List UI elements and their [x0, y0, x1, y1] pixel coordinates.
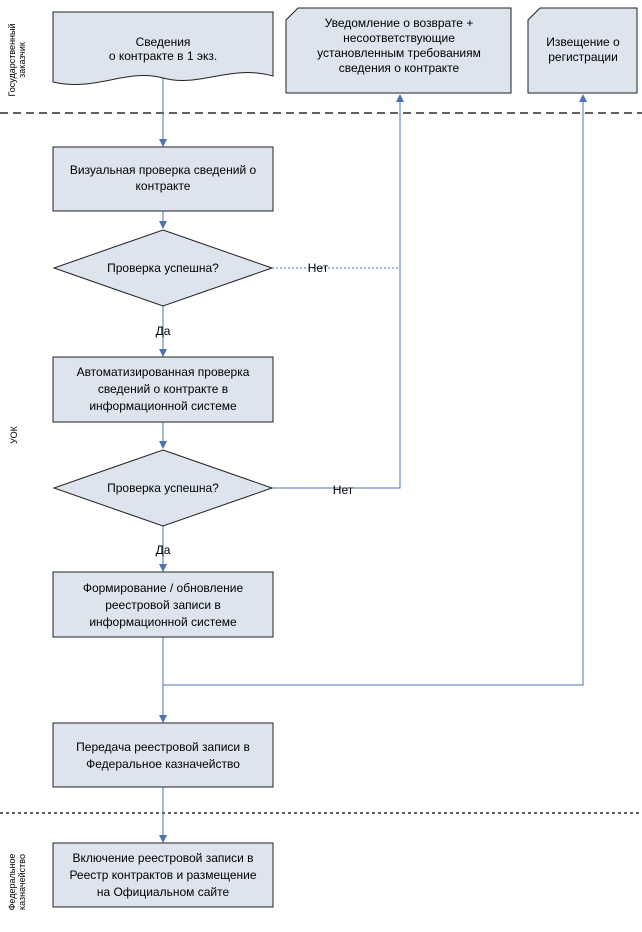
edge-form-to-registration: [163, 94, 587, 686]
text-line: регистрации: [548, 50, 618, 64]
doc-contract-shape: [52, 11, 274, 85]
text-line: Уведомление о возврате +: [325, 16, 474, 30]
decision-1-shape: [52, 229, 274, 307]
text-line: контракте: [136, 179, 191, 193]
include-box: [52, 842, 274, 908]
text-line: казначейство: [17, 854, 27, 910]
auto-check-box: [52, 356, 274, 423]
text-line: сведений о контракте в: [98, 382, 228, 396]
edge-label-yes-1: Да: [156, 324, 171, 338]
text-line: Автоматизированная проверка: [77, 365, 250, 379]
text-line: информационной системе: [89, 399, 237, 413]
text-line: Извещение о: [546, 35, 620, 49]
text-line: реестровой записи в: [105, 598, 221, 612]
lane-label-uok: УОК: [9, 425, 19, 443]
text-line: установленным требованиям: [317, 46, 481, 60]
edge-label-no-2: Нет: [333, 483, 354, 497]
form-record-text: Формирование / обновление реестровой запи…: [83, 581, 244, 629]
edge-label-yes-2: Да: [156, 543, 171, 557]
text-line: Проверка успешна?: [107, 481, 219, 495]
text-line: несоответствующие: [343, 31, 455, 45]
text-line: Сведения: [136, 35, 191, 49]
text-line: Визуальная проверка сведений о: [70, 163, 257, 177]
decision-2-text: Проверка успешна?: [107, 481, 219, 495]
text-line: Включение реестровой записи в: [73, 851, 254, 865]
form-record-box: [52, 571, 274, 638]
doc-registration-shape: [527, 7, 638, 94]
edge-decision2-no: [272, 94, 404, 489]
doc-return-text: Уведомление о возврате +несоответствующи…: [317, 16, 481, 75]
connectors: [159, 76, 587, 843]
visual-check-box: [52, 146, 274, 212]
text-line: на Официальном сайте: [97, 885, 230, 899]
text-line: Формирование / обновление: [83, 581, 244, 595]
text-line: Реестр контрактов и размещение: [69, 868, 256, 882]
text-line: информационной системе: [89, 615, 237, 629]
visual-check-text: Визуальная проверка сведений о контракте: [70, 163, 257, 193]
text-line: Федеральное: [7, 854, 17, 911]
lane-label-customer: Государственныйзаказчик: [7, 24, 27, 97]
include-text: Включение реестровой записи в Реестр конт…: [69, 851, 256, 899]
doc-return-shape: [285, 7, 512, 94]
text-line: о контракте в 1 экз.: [109, 49, 217, 63]
text-line: УОК: [9, 425, 19, 443]
edge-label-no-1: Нет: [308, 261, 329, 275]
text-line: Федеральное казначейство: [86, 757, 240, 771]
transfer-box: [52, 722, 274, 788]
text-line: Передача реестровой записи в: [76, 740, 250, 754]
lane-label-treasury: Федеральноеказначейство: [7, 854, 27, 911]
text-line: заказчик: [17, 42, 27, 78]
auto-check-text: Автоматизированная проверка сведений о ко…: [77, 365, 250, 413]
transfer-text: Передача реестровой записи в Федеральное …: [76, 740, 250, 771]
decision-1-text: Проверка успешна?: [107, 261, 219, 275]
text-line: Проверка успешна?: [107, 261, 219, 275]
text-line: сведения о контракте: [339, 61, 460, 75]
decision-2-shape: [52, 449, 274, 527]
text-line: Государственный: [7, 24, 17, 97]
